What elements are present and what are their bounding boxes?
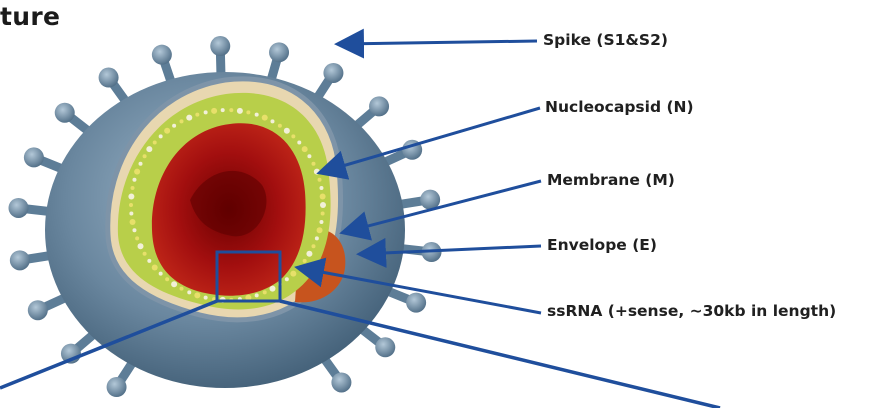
nucleocapsid-granule bbox=[307, 154, 311, 158]
nucleocapsid-granule bbox=[195, 113, 199, 117]
nucleocapsid-granule bbox=[132, 228, 136, 232]
nucleocapsid-granule bbox=[153, 140, 157, 144]
nucleocapsid-granule bbox=[159, 134, 163, 138]
page-heading: ture bbox=[0, 2, 60, 31]
nucleocapsid-granule bbox=[302, 146, 308, 152]
nucleocapsid-granule bbox=[237, 108, 243, 114]
nucleocapsid-granule bbox=[211, 108, 217, 114]
nucleocapsid-granule bbox=[311, 244, 315, 248]
spike-head bbox=[269, 42, 289, 62]
nucleocapsid-granule bbox=[263, 290, 267, 294]
nucleocapsid-granule bbox=[180, 287, 184, 291]
nucleocapsid-granule bbox=[320, 202, 326, 208]
nucleocapsid-granule bbox=[255, 113, 259, 117]
nucleocapsid-granule bbox=[147, 259, 151, 263]
nucleocapsid-granule bbox=[229, 108, 233, 112]
nucleocapsid-granule bbox=[139, 162, 143, 166]
nucleocapsid-granule bbox=[321, 212, 325, 216]
spike-arrow bbox=[340, 41, 537, 44]
nucleocapsid-granule bbox=[194, 292, 200, 298]
nucleocapsid-granule bbox=[187, 290, 191, 294]
nucleocapsid-granule bbox=[297, 140, 301, 144]
nucleocapsid-granule bbox=[311, 162, 315, 166]
nucleocapsid-granule bbox=[306, 251, 312, 257]
nucleocapsid-granule bbox=[159, 272, 163, 276]
nucleocapsid-granule bbox=[172, 124, 176, 128]
nucleocapsid-granule bbox=[186, 115, 192, 121]
label-spike: Spike (S1&S2) bbox=[543, 31, 668, 49]
spike-head bbox=[107, 377, 127, 397]
nucleocapsid-granule bbox=[130, 219, 136, 225]
spike-head bbox=[375, 337, 395, 357]
nucleocapsid-granule bbox=[315, 236, 319, 240]
nucleocapsid-granule bbox=[278, 124, 282, 128]
nucleocapsid-granule bbox=[318, 178, 322, 182]
nucleocapsid-granule bbox=[262, 115, 268, 121]
nucleocapsid-granule bbox=[285, 277, 289, 281]
spike-head bbox=[152, 45, 172, 65]
spike-head bbox=[406, 293, 426, 313]
nucleocapsid-granule bbox=[255, 293, 259, 297]
nucleocapsid-granule bbox=[152, 265, 158, 271]
nucleocapsid-granule bbox=[246, 110, 250, 114]
spike-head bbox=[323, 63, 343, 83]
nucleocapsid-granule bbox=[284, 128, 290, 134]
nucleocapsid-granule bbox=[138, 243, 144, 249]
nucleocapsid-granule bbox=[180, 119, 184, 123]
label-membrane: Membrane (M) bbox=[547, 171, 675, 189]
nucleocapsid-granule bbox=[290, 271, 296, 277]
spike-head bbox=[369, 96, 389, 116]
nucleocapsid-granule bbox=[270, 119, 274, 123]
nucleocapsid-granule bbox=[317, 227, 323, 233]
nucleocapsid-granule bbox=[319, 186, 323, 190]
spike-head bbox=[8, 198, 28, 218]
nucleocapsid-granule bbox=[204, 296, 208, 300]
nucleocapsid-granule bbox=[143, 154, 147, 158]
nucleocapsid-granule bbox=[319, 220, 323, 224]
spike-head bbox=[210, 36, 230, 56]
nucleocapsid-granule bbox=[134, 169, 140, 175]
spike-head bbox=[10, 250, 30, 270]
nucleocapsid-granule bbox=[320, 193, 326, 199]
nucleocapsid-granule bbox=[129, 203, 133, 207]
nucleocapsid-granule bbox=[143, 252, 147, 256]
nucleocapsid-granule bbox=[165, 277, 169, 281]
spike-head bbox=[28, 300, 48, 320]
nucleocapsid-granule bbox=[135, 236, 139, 240]
spike-head bbox=[331, 372, 351, 392]
nucleocapsid-granule bbox=[171, 281, 177, 287]
nucleocapsid-granule bbox=[221, 108, 225, 112]
nucleocapsid-granule bbox=[128, 193, 134, 199]
label-envelope: Envelope (E) bbox=[547, 236, 657, 254]
nucleocapsid-granule bbox=[204, 110, 208, 114]
spike-head bbox=[99, 68, 119, 88]
nucleocapsid-granule bbox=[314, 169, 320, 175]
label-ssrna: ssRNA (+sense, ~30kb in length) bbox=[547, 302, 836, 320]
nucleocapsid-granule bbox=[132, 178, 136, 182]
nucleocapsid-granule bbox=[164, 128, 170, 134]
nucleocapsid-granule bbox=[129, 212, 133, 216]
label-nucleocapsid: Nucleocapsid (N) bbox=[545, 98, 694, 116]
spike-head bbox=[24, 147, 44, 167]
nucleocapsid-granule bbox=[269, 286, 275, 292]
nucleocapsid-granule bbox=[146, 146, 152, 152]
nucleocapsid-granule bbox=[131, 186, 135, 190]
nucleocapsid-granule bbox=[291, 134, 295, 138]
spike-head bbox=[55, 103, 75, 123]
nucleocapsid-granule bbox=[303, 259, 307, 263]
